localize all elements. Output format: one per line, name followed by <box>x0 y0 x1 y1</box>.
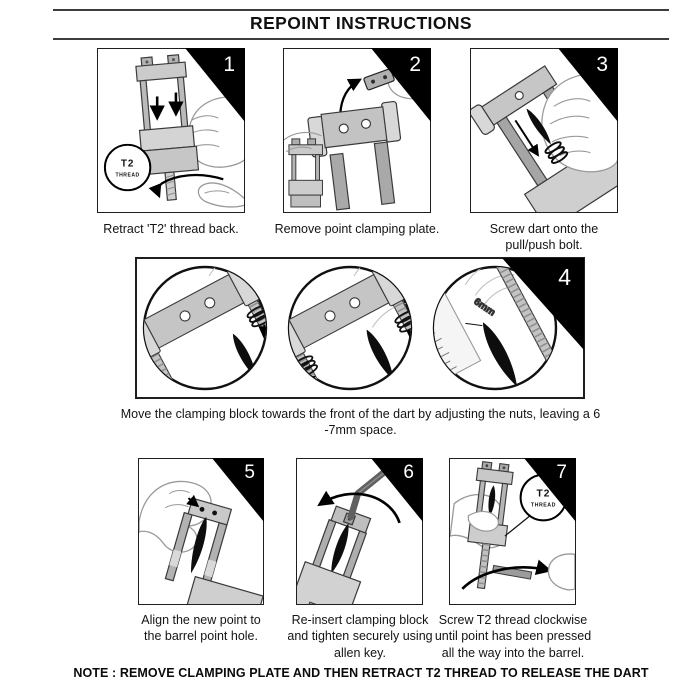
detail-circle-1 <box>142 265 268 391</box>
retract-arrows <box>149 92 184 121</box>
svg-text:THREAD: THREAD <box>531 503 556 509</box>
thumb <box>467 510 499 532</box>
step-5-caption: Align the new point to the barrel point … <box>141 613 261 644</box>
tighten-arrow <box>317 490 401 524</box>
svg-text:T2: T2 <box>121 159 134 170</box>
step-4-panel: 6mm 4 <box>135 257 585 399</box>
badge-leader-line <box>504 514 532 537</box>
detail-circle-3: 6mm <box>432 265 558 391</box>
step-7-panel: T2 THREAD 7 <box>449 458 576 605</box>
tool-with-block <box>297 505 372 604</box>
step-3-illustration <box>471 65 617 212</box>
step-1-caption: Retract 'T2' thread back. <box>103 222 239 236</box>
step-6-panel: 6 <box>296 458 423 605</box>
step-6-caption: Re-insert clamping block and tighten sec… <box>287 613 433 660</box>
hand-outline <box>284 131 322 153</box>
step-2-caption: Remove point clamping plate. <box>274 222 440 236</box>
release-note: NOTE : REMOVE CLAMPING PLATE AND THEN RE… <box>73 666 649 680</box>
step-number: 2 <box>409 53 421 76</box>
step-number: 4 <box>558 264 571 290</box>
step-5-illustration <box>139 480 263 604</box>
step-6-illustration <box>297 459 401 604</box>
ruler <box>434 290 482 378</box>
step-5-panel: 5 <box>138 458 264 605</box>
page-title: REPOINT INSTRUCTIONS <box>250 13 472 33</box>
tool-with-dart <box>164 494 263 604</box>
title-rule-bottom <box>53 38 669 40</box>
step-number: 1 <box>223 53 235 76</box>
step-1-panel: T2 THREAD 1 <box>97 48 245 213</box>
step-7-illustration: T2 THREAD <box>450 460 575 591</box>
step-number: 3 <box>596 53 608 76</box>
clamping-block <box>307 100 402 211</box>
right-hand <box>547 553 575 591</box>
step-3-panel: 3 <box>470 48 618 213</box>
step-4-illustration: 6mm <box>142 265 558 391</box>
step-number: 5 <box>244 462 255 483</box>
pinch-hand <box>197 182 244 208</box>
step-2-panel: 2 <box>283 48 431 213</box>
step-3-caption: Screw dart onto the pull/push bolt. <box>489 222 599 253</box>
step-number: 7 <box>556 462 567 483</box>
step-4-caption: Move the clamping block towards the fron… <box>120 407 601 438</box>
title-rule-top <box>53 9 669 11</box>
svg-text:THREAD: THREAD <box>115 172 139 178</box>
step-1-illustration: T2 THREAD <box>103 54 244 208</box>
svg-text:T2: T2 <box>537 489 551 500</box>
dart <box>514 108 569 164</box>
step-7-caption: Screw T2 thread clockwise until point ha… <box>434 613 592 660</box>
tool-vertical <box>467 460 514 590</box>
t2-thread-badge: T2 THREAD <box>103 143 152 192</box>
detail-circle-2 <box>287 265 413 391</box>
repoint-tool <box>135 54 200 201</box>
clockwise-arrow <box>461 559 553 590</box>
tool-frame <box>288 138 323 208</box>
step-number: 6 <box>403 462 414 483</box>
rotate-arrow <box>148 173 224 199</box>
remove-arrow <box>339 78 362 115</box>
